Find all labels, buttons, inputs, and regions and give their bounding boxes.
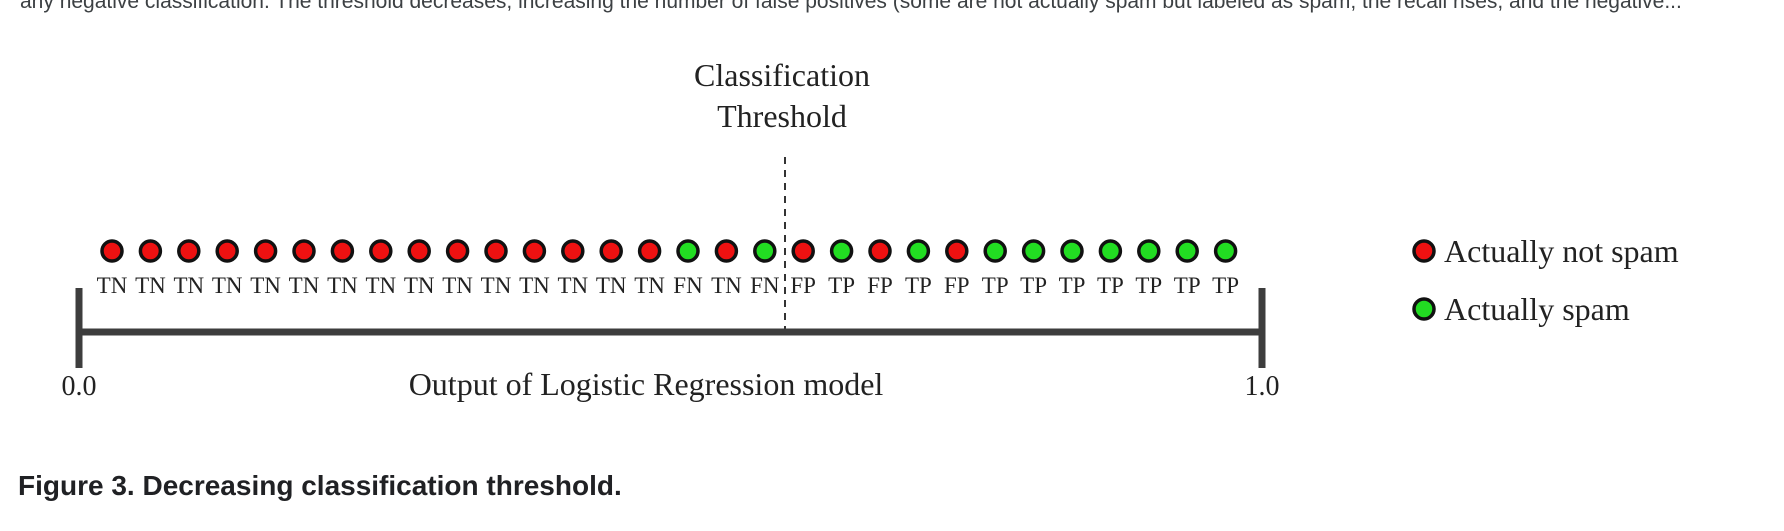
legend-label: Actually spam	[1444, 291, 1630, 327]
point-spam	[983, 239, 1007, 263]
point-label: FP	[790, 273, 816, 298]
point-label: TN	[97, 273, 128, 298]
axis-max-label: 1.0	[1245, 371, 1280, 402]
figure-caption: Figure 3. Decreasing classification thre…	[18, 470, 622, 501]
point-spam	[1175, 239, 1199, 263]
legend-label: Actually not spam	[1444, 233, 1679, 269]
point-label: TP	[1212, 273, 1239, 298]
point-not-spam	[177, 239, 201, 263]
axis-title: Output of Logistic Regression model	[409, 366, 884, 402]
point-label: TP	[1135, 273, 1162, 298]
point-label: FP	[944, 273, 970, 298]
point-not-spam	[100, 239, 124, 263]
point-label: TN	[481, 273, 512, 298]
point-not-spam	[369, 239, 393, 263]
point-label: FN	[673, 273, 703, 298]
point-label: TN	[711, 273, 742, 298]
truncated-body-text: any negative classification. The thresho…	[20, 0, 1682, 13]
point-not-spam	[599, 239, 623, 263]
point-label: TN	[557, 273, 588, 298]
point-spam	[1137, 239, 1161, 263]
score-axis: 0.0 1.0 Output of Logistic Regression mo…	[62, 288, 1280, 402]
point-spam	[829, 239, 854, 263]
point-not-spam	[292, 239, 316, 263]
axis-min-label: 0.0	[62, 371, 97, 402]
point-not-spam	[484, 239, 508, 263]
threshold-marker: Classification Threshold	[694, 57, 870, 334]
point-spam	[906, 239, 931, 263]
point-spam	[753, 239, 777, 263]
point-not-spam	[637, 239, 662, 263]
point-spam	[1021, 239, 1046, 263]
point-not-spam	[561, 239, 585, 263]
point-not-spam	[138, 239, 163, 263]
data-points: TN TN TN TN TN TN TN TN TN TN TN TN TN TN TN FN TN FN FP TP…	[97, 239, 1239, 298]
point-not-spam	[791, 239, 815, 263]
point-label: TN	[404, 273, 435, 298]
point-label: TP	[905, 273, 932, 298]
point-label: TN	[289, 273, 320, 298]
point-not-spam	[714, 239, 739, 263]
point-label: TN	[212, 273, 243, 298]
point-label: FN	[750, 273, 780, 298]
legend-marker	[1412, 297, 1436, 321]
point-not-spam	[945, 239, 969, 263]
point-not-spam	[445, 239, 470, 263]
point-label: TN	[327, 273, 358, 298]
point-label: TN	[519, 273, 550, 298]
point-spam	[1060, 239, 1084, 263]
point-label: TP	[1020, 273, 1047, 298]
point-not-spam	[253, 239, 278, 263]
point-label: TP	[1097, 273, 1124, 298]
point-label: TP	[1059, 273, 1086, 298]
point-spam	[1098, 239, 1123, 263]
point-label: TN	[250, 273, 281, 298]
point-not-spam	[330, 239, 355, 263]
point-label: TP	[982, 273, 1009, 298]
point-not-spam	[522, 239, 547, 263]
point-not-spam	[407, 239, 431, 263]
threshold-label-line2: Threshold	[717, 98, 847, 134]
point-label: TP	[828, 273, 855, 298]
point-label: TN	[442, 273, 473, 298]
point-label: TN	[596, 273, 627, 298]
point-spam	[1213, 239, 1238, 263]
point-not-spam	[215, 239, 239, 263]
point-label: TN	[365, 273, 396, 298]
point-spam	[676, 239, 700, 263]
point-label: TN	[135, 273, 166, 298]
point-label: TN	[634, 273, 665, 298]
legend-marker	[1412, 239, 1436, 263]
point-label: TP	[1174, 273, 1201, 298]
point-label: TN	[173, 273, 204, 298]
point-not-spam	[868, 239, 892, 263]
point-label: FP	[867, 273, 893, 298]
threshold-label-line1: Classification	[694, 57, 870, 93]
